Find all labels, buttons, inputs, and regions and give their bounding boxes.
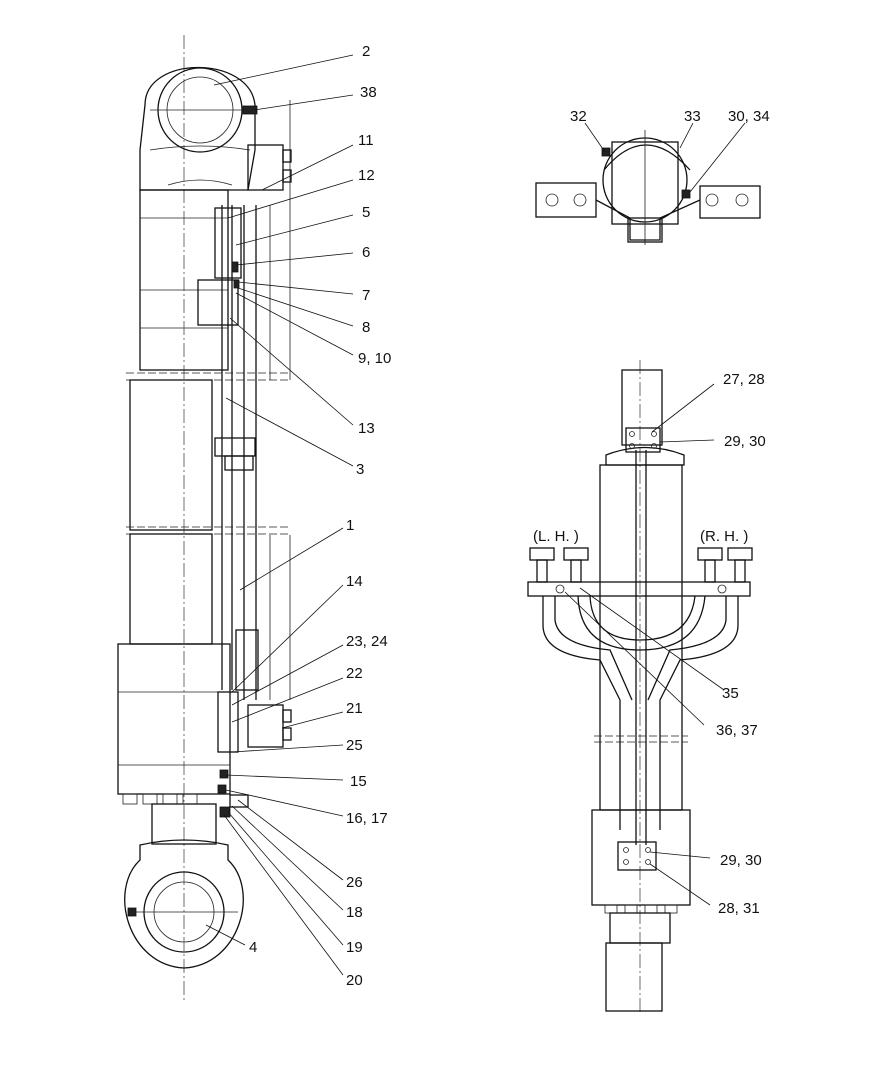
right-leader-lines (564, 383, 725, 906)
label-29-30-top: 29, 30 (724, 433, 766, 450)
label-22: 22 (346, 665, 363, 682)
label-26: 26 (346, 874, 363, 891)
label-2: 2 (362, 43, 370, 60)
cylinder-side-view (117, 35, 292, 1000)
label-15: 15 (350, 773, 367, 790)
label-12: 12 (358, 167, 375, 184)
label-13: 13 (358, 420, 375, 437)
label-19: 19 (346, 939, 363, 956)
label-35: 35 (722, 685, 739, 702)
left-part-labels: 2 38 11 12 5 6 7 8 9, 10 13 3 1 14 23, 2… (249, 43, 391, 989)
label-1: 1 (346, 517, 354, 534)
label-20: 20 (346, 972, 363, 989)
label-3: 3 (356, 461, 364, 478)
label-7: 7 (362, 287, 370, 304)
top-part-labels: 32 33 30, 34 (570, 108, 770, 125)
top-leader-lines (584, 122, 746, 193)
label-14: 14 (346, 573, 363, 590)
label-rh: (R. H. ) (700, 528, 748, 545)
label-32: 32 (570, 108, 587, 125)
label-5: 5 (362, 204, 370, 221)
label-21: 21 (346, 700, 363, 717)
label-6: 6 (362, 244, 370, 261)
label-25: 25 (346, 737, 363, 754)
label-18: 18 (346, 904, 363, 921)
label-lh: (L. H. ) (533, 528, 579, 545)
label-4: 4 (249, 939, 257, 956)
top-section-view (535, 130, 761, 245)
label-9-10: 9, 10 (358, 350, 391, 367)
right-part-labels: 27, 28 29, 30 (L. H. ) (R. H. ) 35 36, 3… (533, 371, 766, 917)
label-28-31: 28, 31 (718, 900, 760, 917)
label-38: 38 (360, 84, 377, 101)
label-27-28: 27, 28 (723, 371, 765, 388)
label-30-34: 30, 34 (728, 108, 770, 125)
label-16-17: 16, 17 (346, 810, 388, 827)
label-23-24: 23, 24 (346, 633, 388, 650)
label-36-37: 36, 37 (716, 722, 758, 739)
label-33: 33 (684, 108, 701, 125)
cylinder-back-view (527, 360, 753, 1015)
label-11: 11 (358, 132, 374, 149)
label-29-30-bottom: 29, 30 (720, 852, 762, 869)
left-leader-lines (205, 54, 354, 976)
label-8: 8 (362, 319, 370, 336)
